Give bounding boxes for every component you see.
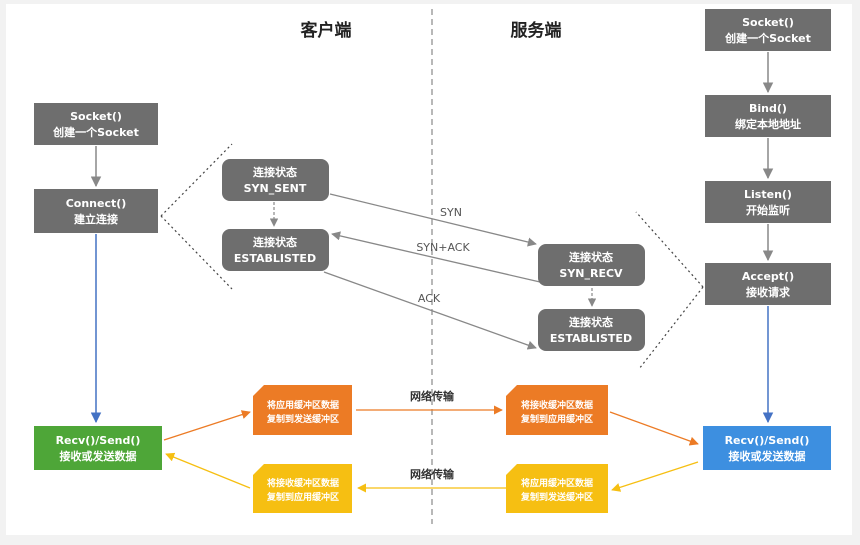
arrow-synack xyxy=(331,231,541,283)
tcp-socket-diagram: 客户端 服务端 SYN SYN+ACK ACK 网络传输 网络传输 Socket… xyxy=(34,9,831,524)
state-syn-sent-title: 连接状态 xyxy=(253,165,297,179)
server-listen-box: Listen() 开始监听 xyxy=(705,181,831,223)
buffer-client-recv-line1: 将接收缓冲区数据 xyxy=(267,477,339,489)
state-server-established-box: 连接状态 ESTABLISTED xyxy=(538,309,645,351)
buffer-client-send-line2: 复制到发送缓冲区 xyxy=(266,413,339,425)
arrow-syn xyxy=(329,193,537,247)
client-socket-title: Socket() xyxy=(70,110,122,123)
server-recvsend-title: Recv()/Send() xyxy=(725,434,810,447)
client-socket-desc: 创建一个Socket xyxy=(52,125,139,139)
label-syn: SYN xyxy=(440,206,462,219)
label-synack: SYN+ACK xyxy=(416,241,470,254)
state-server-established-title: 连接状态 xyxy=(569,315,613,329)
client-socket-box: Socket() 创建一个Socket xyxy=(34,103,158,145)
server-recvsend-desc: 接收或发送数据 xyxy=(729,449,806,463)
server-bind-title: Bind() xyxy=(749,102,787,115)
buffer-client-recv: 将接收缓冲区数据 复制到应用缓冲区 xyxy=(253,464,352,513)
client-recvsend-desc: 接收或发送数据 xyxy=(60,449,137,463)
label-network-bottom: 网络传输 xyxy=(410,467,455,481)
state-client-established-title: 连接状态 xyxy=(253,235,297,249)
server-zoom-wedge xyxy=(635,211,704,370)
label-network-top: 网络传输 xyxy=(410,389,455,403)
server-socket-title: Socket() xyxy=(742,16,794,29)
arrow-server-recv-buffer-to-recvsend xyxy=(609,411,699,446)
server-bind-desc: 绑定本地地址 xyxy=(735,117,801,131)
buffer-client-send-line1: 将应用缓冲区数据 xyxy=(267,399,339,411)
heading-client: 客户端 xyxy=(300,20,352,41)
state-syn-recv-box: 连接状态 SYN_RECV xyxy=(538,244,645,286)
server-socket-desc: 创建一个Socket xyxy=(724,31,811,45)
client-connect-title: Connect() xyxy=(66,197,127,210)
arrow-ack xyxy=(323,271,537,350)
buffer-server-send-line2: 复制到发送缓冲区 xyxy=(520,491,593,503)
state-syn-recv-title: 连接状态 xyxy=(569,250,613,264)
client-connect-box: Connect() 建立连接 xyxy=(34,189,158,233)
server-listen-title: Listen() xyxy=(744,188,792,201)
server-listen-desc: 开始监听 xyxy=(746,203,790,217)
server-recvsend-box: Recv()/Send() 接收或发送数据 xyxy=(703,426,831,470)
server-accept-title: Accept() xyxy=(742,270,794,283)
state-syn-recv-value: SYN_RECV xyxy=(559,267,623,280)
arrow-server-recvsend-to-send-buffer xyxy=(611,461,699,492)
buffer-server-recv-line1: 将接收缓冲区数据 xyxy=(521,399,593,411)
client-recvsend-title: Recv()/Send() xyxy=(56,434,141,447)
client-zoom-wedge xyxy=(160,143,233,290)
label-ack: ACK xyxy=(418,292,441,305)
server-accept-desc: 接收请求 xyxy=(746,285,791,299)
state-syn-sent-box: 连接状态 SYN_SENT xyxy=(222,159,329,201)
heading-server: 服务端 xyxy=(511,20,562,41)
state-server-established-value: ESTABLISTED xyxy=(550,332,632,345)
server-accept-box: Accept() 接收请求 xyxy=(705,263,831,305)
server-bind-box: Bind() 绑定本地地址 xyxy=(705,95,831,137)
client-recvsend-box: Recv()/Send() 接收或发送数据 xyxy=(34,426,162,470)
buffer-server-recv: 将接收缓冲区数据 复制到应用缓冲区 xyxy=(506,385,608,435)
buffer-client-send: 将应用缓冲区数据 复制到发送缓冲区 xyxy=(253,385,352,435)
state-client-established-value: ESTABLISTED xyxy=(234,252,316,265)
buffer-server-recv-line2: 复制到应用缓冲区 xyxy=(520,413,593,425)
buffer-server-send-line1: 将应用缓冲区数据 xyxy=(521,477,593,489)
buffer-client-recv-line2: 复制到应用缓冲区 xyxy=(266,491,339,503)
state-client-established-box: 连接状态 ESTABLISTED xyxy=(222,229,329,271)
client-connect-desc: 建立连接 xyxy=(74,212,118,226)
arrow-client-recv-buffer-to-recvsend xyxy=(165,452,251,489)
state-syn-sent-value: SYN_SENT xyxy=(244,182,307,195)
canvas: 客户端 服务端 SYN SYN+ACK ACK 网络传输 网络传输 Socket… xyxy=(6,4,852,535)
server-socket-box: Socket() 创建一个Socket xyxy=(705,9,831,51)
buffer-server-send: 将应用缓冲区数据 复制到发送缓冲区 xyxy=(506,464,608,513)
arrow-client-recvsend-to-send-buffer xyxy=(163,410,251,441)
